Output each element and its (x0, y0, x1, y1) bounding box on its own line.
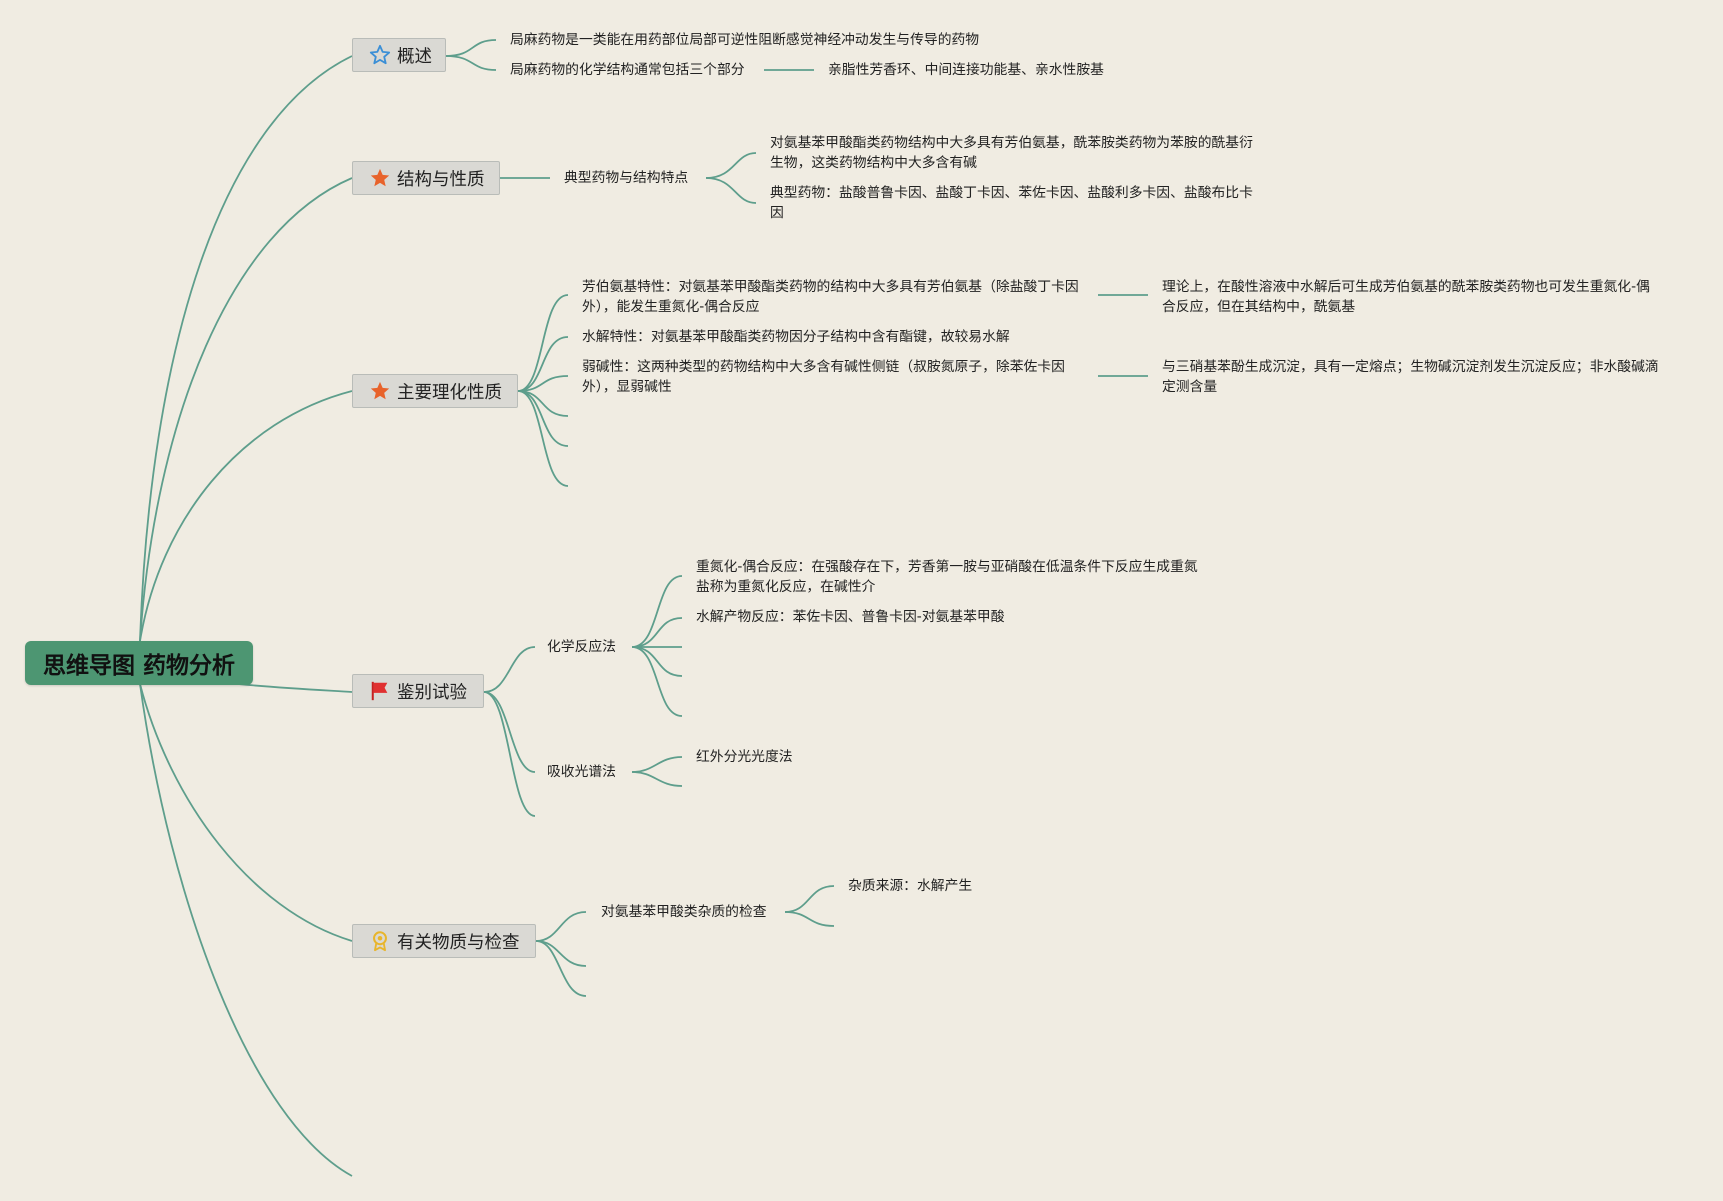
link-prop-2 (517, 336, 569, 392)
chem-item-2[interactable]: 水解产物反应：苯佐卡因、普鲁卡因-对氨基苯甲酸 (696, 609, 1005, 625)
identification-chem[interactable]: 化学反应法 (547, 639, 616, 655)
properties-detail-2[interactable]: 与三硝基苯酚生成沉淀，具有一定熔点；生物碱沉淀剂发生沉淀反应；非水酸碱滴定测含量 (1162, 359, 1659, 395)
link-structure-2 (705, 177, 757, 204)
topic-identification[interactable]: 鉴别试验 (352, 674, 484, 708)
link-spectro-1 (631, 756, 683, 773)
topic-label: 有关物质与检查 (397, 932, 520, 953)
link-root-properties (139, 390, 353, 642)
overview-item-2[interactable]: 局麻药物的化学结构通常包括三个部分 (510, 62, 745, 78)
topic-label: 鉴别试验 (397, 682, 467, 703)
link-imp-sub-2 (784, 911, 835, 927)
topic-structure[interactable]: 结构与性质 (352, 161, 500, 195)
link-root-extra (139, 683, 353, 1177)
link-root-overview (139, 55, 353, 642)
properties-item-3[interactable]: 弱碱性：这两种类型的药物结构中大多含有碱性侧链（叔胺氮原子，除苯佐卡因外），显弱… (582, 359, 1065, 395)
star-filled-icon (369, 380, 391, 402)
link-prop-6 (517, 390, 569, 487)
link-imp-3 (535, 940, 587, 997)
link-chem-2 (631, 617, 683, 648)
root-topic[interactable]: 思维导图 药物分析 (25, 641, 253, 685)
identification-spectro[interactable]: 吸收光谱法 (547, 764, 616, 780)
link-chem-1 (631, 575, 683, 648)
properties-detail-1[interactable]: 理论上，在酸性溶液中水解后可生成芳伯氨基的酰苯胺类药物也可发生重氮化-偶合反应，… (1162, 279, 1650, 315)
link-chem-5 (631, 646, 683, 717)
structure-item[interactable]: 典型药物与结构特点 (564, 170, 689, 186)
topic-label: 结构与性质 (397, 169, 485, 190)
flag-icon (369, 680, 391, 702)
star-outline-icon (369, 44, 391, 66)
link-imp-1 (535, 911, 587, 942)
link-ident-spectro (483, 691, 536, 773)
link-structure-1 (705, 152, 757, 179)
link-overview-2 (445, 55, 497, 71)
award-icon (369, 930, 391, 952)
structure-child-2[interactable]: 典型药物：盐酸普鲁卡因、盐酸丁卡因、苯佐卡因、盐酸利多卡因、盐酸布比卡因 (770, 185, 1253, 221)
impurity-item[interactable]: 对氨基苯甲酸类杂质的检查 (601, 904, 767, 920)
link-chem-4 (631, 646, 683, 677)
properties-item-2[interactable]: 水解特性：对氨基苯甲酸酯类药物因分子结构中含有酯键，故较易水解 (582, 329, 1010, 345)
topic-properties[interactable]: 主要理化性质 (352, 374, 518, 408)
structure-child-1[interactable]: 对氨基苯甲酸酯类药物结构中大多具有芳伯氨基，酰苯胺类药物为苯胺的酰基衍生物，这类… (770, 135, 1253, 171)
link-ident-chem (483, 646, 536, 693)
link-imp-2 (535, 940, 587, 967)
link-ident-extra (483, 691, 536, 817)
link-root-identification (237, 683, 353, 693)
topic-overview[interactable]: 概述 (352, 38, 446, 72)
overview-sub-item[interactable]: 亲脂性芳香环、中间连接功能基、亲水性胺基 (828, 62, 1104, 78)
link-imp-sub-1 (784, 885, 835, 913)
spectro-item-1[interactable]: 红外分光光度法 (696, 749, 793, 765)
properties-item-1[interactable]: 芳伯氨基特性：对氨基苯甲酸酯类药物的结构中大多具有芳伯氨基（除盐酸丁卡因外），能… (582, 279, 1079, 315)
topic-label: 概述 (397, 46, 432, 67)
link-prop-1 (517, 294, 569, 392)
chem-item-1[interactable]: 重氮化-偶合反应：在强酸存在下，芳香第一胺与亚硝酸在低温条件下反应生成重氮盐称为… (696, 559, 1198, 595)
star-filled-icon (369, 167, 391, 189)
link-root-structure (139, 177, 353, 642)
topic-impurity[interactable]: 有关物质与检查 (352, 924, 536, 958)
link-root-impurity (139, 683, 353, 942)
impurity-sub-item[interactable]: 杂质来源：水解产生 (848, 878, 973, 894)
topic-label: 主要理化性质 (397, 382, 502, 403)
overview-item-1[interactable]: 局麻药物是一类能在用药部位局部可逆性阻断感觉神经冲动发生与传导的药物 (510, 32, 980, 48)
link-prop-3 (517, 375, 569, 392)
link-overview-1 (445, 39, 497, 57)
link-spectro-2 (631, 771, 683, 787)
